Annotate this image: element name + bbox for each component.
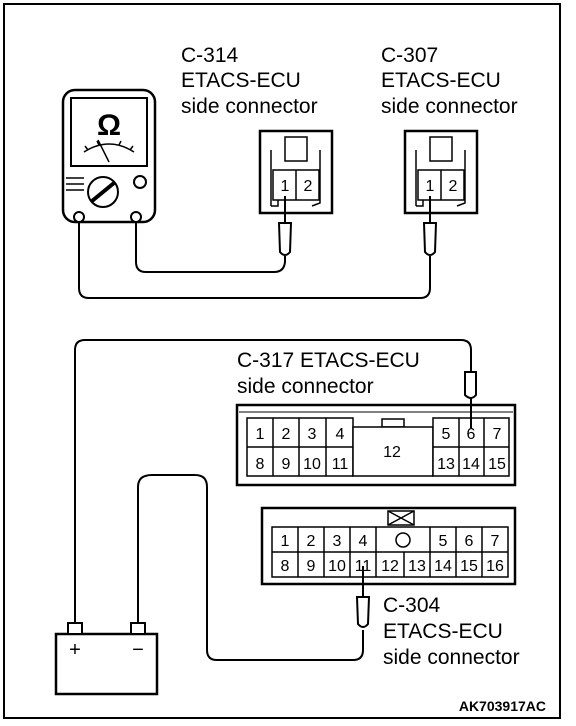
meter-needle xyxy=(97,139,110,163)
c317-pin-12: 12 xyxy=(383,444,401,461)
c304-pin-12: 12 xyxy=(381,558,399,575)
c304-pin-1: 1 xyxy=(281,533,290,550)
c304-pin-9: 9 xyxy=(307,558,316,575)
c317-pin-15: 15 xyxy=(488,456,506,473)
c317-pin-14: 14 xyxy=(462,456,480,473)
c317-pin-3: 3 xyxy=(308,426,317,443)
c317-label-line2: side connector xyxy=(237,375,374,398)
c304-pin-14: 14 xyxy=(434,558,452,575)
c317-pin-5: 5 xyxy=(442,426,451,443)
c307-label-line1: C-307 xyxy=(381,44,438,67)
c317-pin-11: 11 xyxy=(332,456,349,473)
battery: + − xyxy=(54,622,159,696)
probe-jack-right xyxy=(130,211,142,223)
c314-pin2: 2 xyxy=(304,178,313,195)
ohmmeter-lead-to-c307 xyxy=(78,222,431,299)
c314-pin1: 1 xyxy=(281,178,290,195)
c317-connector: 1 2 3 4 12 5 6 7 8 9 10 11 13 14 15 xyxy=(235,403,517,487)
c317-pin-9: 9 xyxy=(282,456,291,473)
figure-code: AK703917AC xyxy=(459,698,546,714)
probe-jack-left xyxy=(73,211,85,223)
c304-test-probe xyxy=(355,566,371,628)
c304-connector: 1 2 3 4 5 6 7 8 9 10 11 12 13 14 15 16 xyxy=(260,506,517,586)
c304-label-line2: ETACS-ECU xyxy=(383,620,503,643)
diagram-frame xyxy=(3,3,561,719)
c317-pin-8: 8 xyxy=(256,456,265,473)
battery-negative-terminal xyxy=(130,622,146,635)
c317-pin-6: 6 xyxy=(467,426,476,443)
battery-plus-sign: + xyxy=(69,639,81,661)
battery-positive-terminal xyxy=(67,622,83,635)
c304-pin-4: 4 xyxy=(359,533,368,550)
c317-pin-2: 2 xyxy=(282,426,291,443)
battery-positive-lead xyxy=(74,339,472,623)
c307-label-line2: ETACS-ECU xyxy=(381,69,501,92)
c317-label-line1: C-317 ETACS-ECU xyxy=(237,349,420,372)
c304-pin-16: 16 xyxy=(486,558,504,575)
c304-key-circle xyxy=(395,532,411,548)
c304-pin-8: 8 xyxy=(281,558,290,575)
c304-pin-5: 5 xyxy=(439,533,448,550)
c304-pin-10: 10 xyxy=(328,558,346,575)
c304-pin-6: 6 xyxy=(465,533,474,550)
c317-pin-7: 7 xyxy=(493,426,502,443)
c317-pin-10: 10 xyxy=(303,456,321,473)
ohmmeter: Ω xyxy=(61,88,157,224)
c304-pin-3: 3 xyxy=(333,533,342,550)
c317-pin-1: 1 xyxy=(256,426,265,443)
c317-pin-4: 4 xyxy=(336,426,345,443)
c304-label-line1: C-304 xyxy=(383,594,441,617)
c314-test-probe xyxy=(277,196,293,256)
c307-label-line3: side connector xyxy=(381,95,518,118)
c314-label-line1: C-314 xyxy=(181,44,239,67)
c307-connector: 1 2 xyxy=(403,129,479,215)
c314-connector: 1 2 xyxy=(258,129,334,215)
ohmmeter-lead-to-c314 xyxy=(135,222,286,273)
c304-label-line3: side connector xyxy=(383,646,520,669)
c304-pin-2: 2 xyxy=(307,533,316,550)
zero-adjust-knob xyxy=(133,175,147,189)
c304-pin-13: 13 xyxy=(408,558,426,575)
battery-negative-lead xyxy=(137,474,364,661)
c307-pin2: 2 xyxy=(449,178,458,195)
ohm-symbol: Ω xyxy=(97,109,121,142)
c314-label-line3: side connector xyxy=(181,95,318,118)
c317-test-probe xyxy=(464,371,477,428)
c304-pin-7: 7 xyxy=(491,533,500,550)
c307-test-probe xyxy=(422,196,438,256)
c314-label-line2: ETACS-ECU xyxy=(181,69,301,92)
battery-minus-sign: − xyxy=(132,639,144,661)
c317-pin-13: 13 xyxy=(437,456,455,473)
c304-pin-15: 15 xyxy=(460,558,478,575)
c307-pin1: 1 xyxy=(426,178,435,195)
